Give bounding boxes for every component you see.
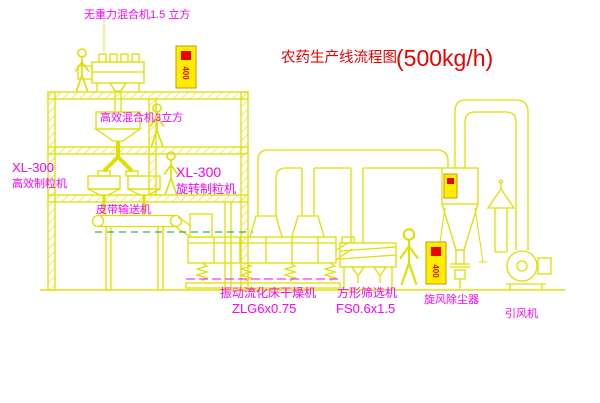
vibration-spring (194, 262, 210, 282)
person-figure (399, 228, 419, 285)
label-granulator-right-model: XL-300 (176, 164, 221, 180)
cyclone-legs (433, 207, 487, 263)
label-high-eff-mixer: 高效混合机3立方 (100, 110, 183, 124)
cyclone-separator (433, 99, 529, 288)
control-panel-top-text: 400 (181, 66, 190, 80)
vibration-spring (322, 262, 338, 282)
dryer-discharge-chute (335, 242, 353, 261)
label-granulator-left-name: 高效制粒机 (12, 176, 67, 190)
dryer-hood-2 (291, 215, 325, 238)
label-induced-draft-fan: 引风机 (505, 306, 538, 320)
label-granulator-right-name: 旋转制粒机 (176, 181, 236, 196)
control-panel-cyclone (443, 173, 458, 199)
induced-draft-fan (506, 250, 552, 290)
fan-motor (537, 257, 552, 275)
label-sieve-model: FS0.6x1.5 (336, 301, 395, 316)
granulator-left (87, 170, 121, 214)
cyclone-outlet-pipe (464, 111, 517, 250)
hood2-riser-pipe (301, 168, 315, 216)
vibration-spring (238, 262, 254, 282)
fluid-bed-dryer (185, 213, 353, 289)
dryer-feed-hopper (189, 213, 213, 238)
control-panel-right-text: 400 (431, 264, 440, 278)
label-dryer-model: ZLG6x0.75 (232, 301, 296, 316)
gravity-mixer (77, 20, 145, 112)
dryer-hood-1 (249, 215, 283, 238)
label-dryer-name: 振动流化床干燥机 (220, 286, 316, 300)
label-belt-conveyor: 皮带输送机 (96, 202, 151, 216)
drawing-title-capacity: (500kg/h) (396, 45, 493, 71)
label-gravity-mixer: 无重力混合机1.5 立方 (84, 7, 190, 21)
label-cyclone: 旋风除尘器 (424, 292, 479, 306)
label-granulator-left-model: XL-300 (12, 160, 54, 175)
control-panel-top: 400 (175, 45, 197, 89)
exhaust-stack (486, 179, 516, 253)
drawing-title: 农药生产线流程图 (281, 49, 397, 66)
cyclone-outlet-pipe (454, 99, 529, 250)
vibration-spring (282, 262, 298, 282)
square-sieve (339, 236, 397, 288)
granulator-right (125, 170, 161, 214)
control-panel-right: 400 (425, 241, 447, 285)
high-efficiency-mixer (93, 111, 143, 173)
drawing-labels: 无重力混合机1.5 立方 农药生产线流程图 (500kg/h) 高效混合机3立方… (12, 7, 538, 320)
mixer-motor (77, 65, 93, 80)
belt-conveyor (91, 214, 253, 290)
sieve-extraction-pipe (350, 168, 364, 243)
y-splitter-pipe (102, 141, 134, 173)
main-duct (257, 149, 449, 243)
rain-cap (486, 187, 516, 209)
label-sieve-name: 方形筛选机 (337, 285, 397, 300)
building-frame (40, 91, 565, 291)
